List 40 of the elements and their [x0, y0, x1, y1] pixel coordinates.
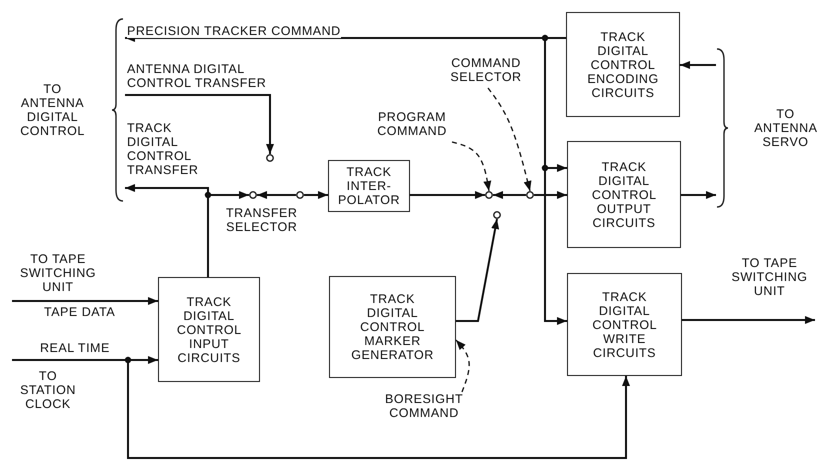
signal-arrow	[680, 61, 716, 69]
terminal-label: TO TAPE SWITCHING UNIT	[18, 252, 98, 294]
process-box	[566, 12, 680, 117]
callout-text: COMMAND SELECTOR	[450, 56, 522, 84]
edge-label: REAL TIME	[40, 341, 110, 355]
process-box	[158, 277, 260, 382]
signal-arrow	[304, 191, 328, 199]
signal-arrow	[534, 191, 567, 199]
edge-label: TAPE DATA	[44, 305, 116, 319]
edge-label: TRACK DIGITAL CONTROL TRANSFER	[127, 121, 198, 177]
box-label: TRACK DIGITAL CONTROL ENCODING CIRCUITS	[587, 30, 659, 100]
process-box	[567, 141, 681, 248]
callout-text: PROGRAM COMMAND	[377, 110, 447, 138]
dashed-leader-arrow	[452, 141, 492, 192]
signal-arrow	[12, 297, 158, 305]
process-box	[567, 273, 682, 376]
selector-label: TRANSFER SELECTOR	[226, 206, 298, 234]
box-label: TRACK DIGITAL CONTROL WRITE CIRCUITS	[592, 290, 657, 360]
signal-arrow	[493, 191, 526, 199]
signal-arrow	[257, 191, 296, 199]
signal-arrow	[456, 218, 500, 322]
dashed-leader-arrow	[487, 88, 532, 192]
box-label: TRACK DIGITAL CONTROL MARKER GENERATOR	[351, 292, 434, 362]
signal-arrow	[681, 191, 716, 199]
terminal-label: TO STATION CLOCK	[20, 369, 76, 411]
process-box	[329, 276, 456, 378]
terminal-label: TO TAPE SWITCHING UNIT	[731, 256, 808, 298]
box-label: TRACK DIGITAL CONTROL OUTPUT CIRCUITS	[592, 160, 656, 230]
dashed-leader-arrow	[456, 340, 470, 392]
signal-arrow	[410, 191, 485, 199]
terminal-label: TO ANTENNA DIGITAL CONTROL	[19, 82, 86, 138]
signal-arrow	[12, 359, 630, 459]
edge-label: PRECISION TRACKER COMMAND	[127, 24, 341, 38]
process-box	[328, 160, 410, 212]
box-label: TRACK DIGITAL CONTROL INPUT CIRCUITS	[176, 294, 242, 364]
callout-text: BORESIGHT COMMAND	[385, 392, 463, 420]
box-label: TRACK INTER- POLATOR	[338, 165, 400, 207]
signal-arrow	[125, 94, 274, 154]
signal-arrow	[682, 316, 815, 324]
terminal-label: TO ANTENNA SERVO	[753, 107, 818, 149]
